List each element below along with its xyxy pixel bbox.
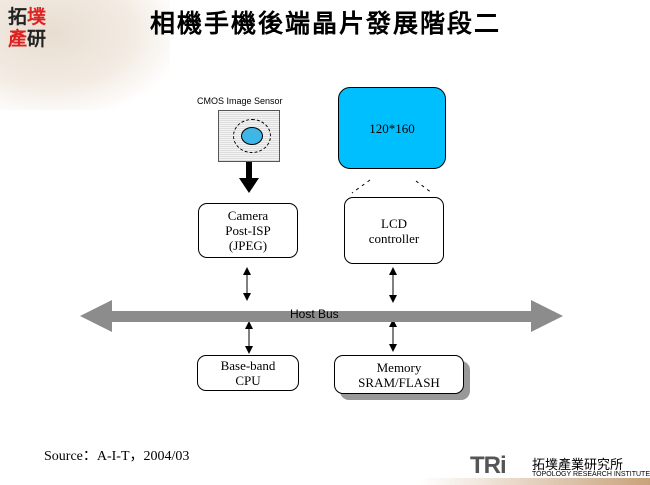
lcd-controller-box: LCD controller — [344, 197, 444, 264]
page-title: 相機手機後端晶片發展階段二 — [150, 9, 502, 38]
cmos-sensor-icon — [218, 110, 280, 162]
box-line: Base-band — [220, 358, 276, 373]
lcd-display: 120*160 — [338, 87, 446, 169]
sensor-label: CMOS Image Sensor — [197, 96, 283, 106]
baseband-cpu-box: Base-band CPU — [197, 355, 299, 391]
box-line: SRAM/FLASH — [358, 374, 440, 390]
box-line: (JPEG) — [228, 238, 268, 253]
box-line: Memory — [376, 359, 422, 375]
box-line: Post-ISP — [225, 223, 271, 238]
box-line: controller — [368, 230, 420, 246]
lcd-dash-left — [351, 179, 371, 194]
sensor-arrow — [239, 162, 259, 193]
lcd-resolution: 120*160 — [369, 120, 415, 136]
tri-logo: TRi 拓墣產業研究所 TOPOLOGY RESEARCH INSTITUTE — [470, 452, 650, 480]
camera-post-isp-box: Camera Post-ISP (JPEG) — [198, 203, 298, 258]
lcd-dash-right — [415, 180, 433, 194]
box-line: LCD — [381, 215, 407, 231]
footer-bar — [420, 478, 650, 485]
map-background — [0, 0, 170, 110]
host-bus-label: Host Bus — [290, 307, 339, 321]
tri-brand: TRi — [470, 452, 507, 479]
memory-box: Memory SRAM/FLASH — [334, 355, 464, 394]
box-line: CPU — [235, 373, 261, 388]
tri-name-cn: 拓墣產業研究所 — [532, 458, 624, 473]
box-line: Camera — [227, 208, 269, 223]
logo: 拓墣產研 — [8, 6, 47, 50]
tri-name-en: TOPOLOGY RESEARCH INSTITUTE — [532, 471, 650, 478]
source-note: Source：A-I-T，2004/03 — [44, 449, 190, 464]
host-bus — [80, 300, 563, 332]
